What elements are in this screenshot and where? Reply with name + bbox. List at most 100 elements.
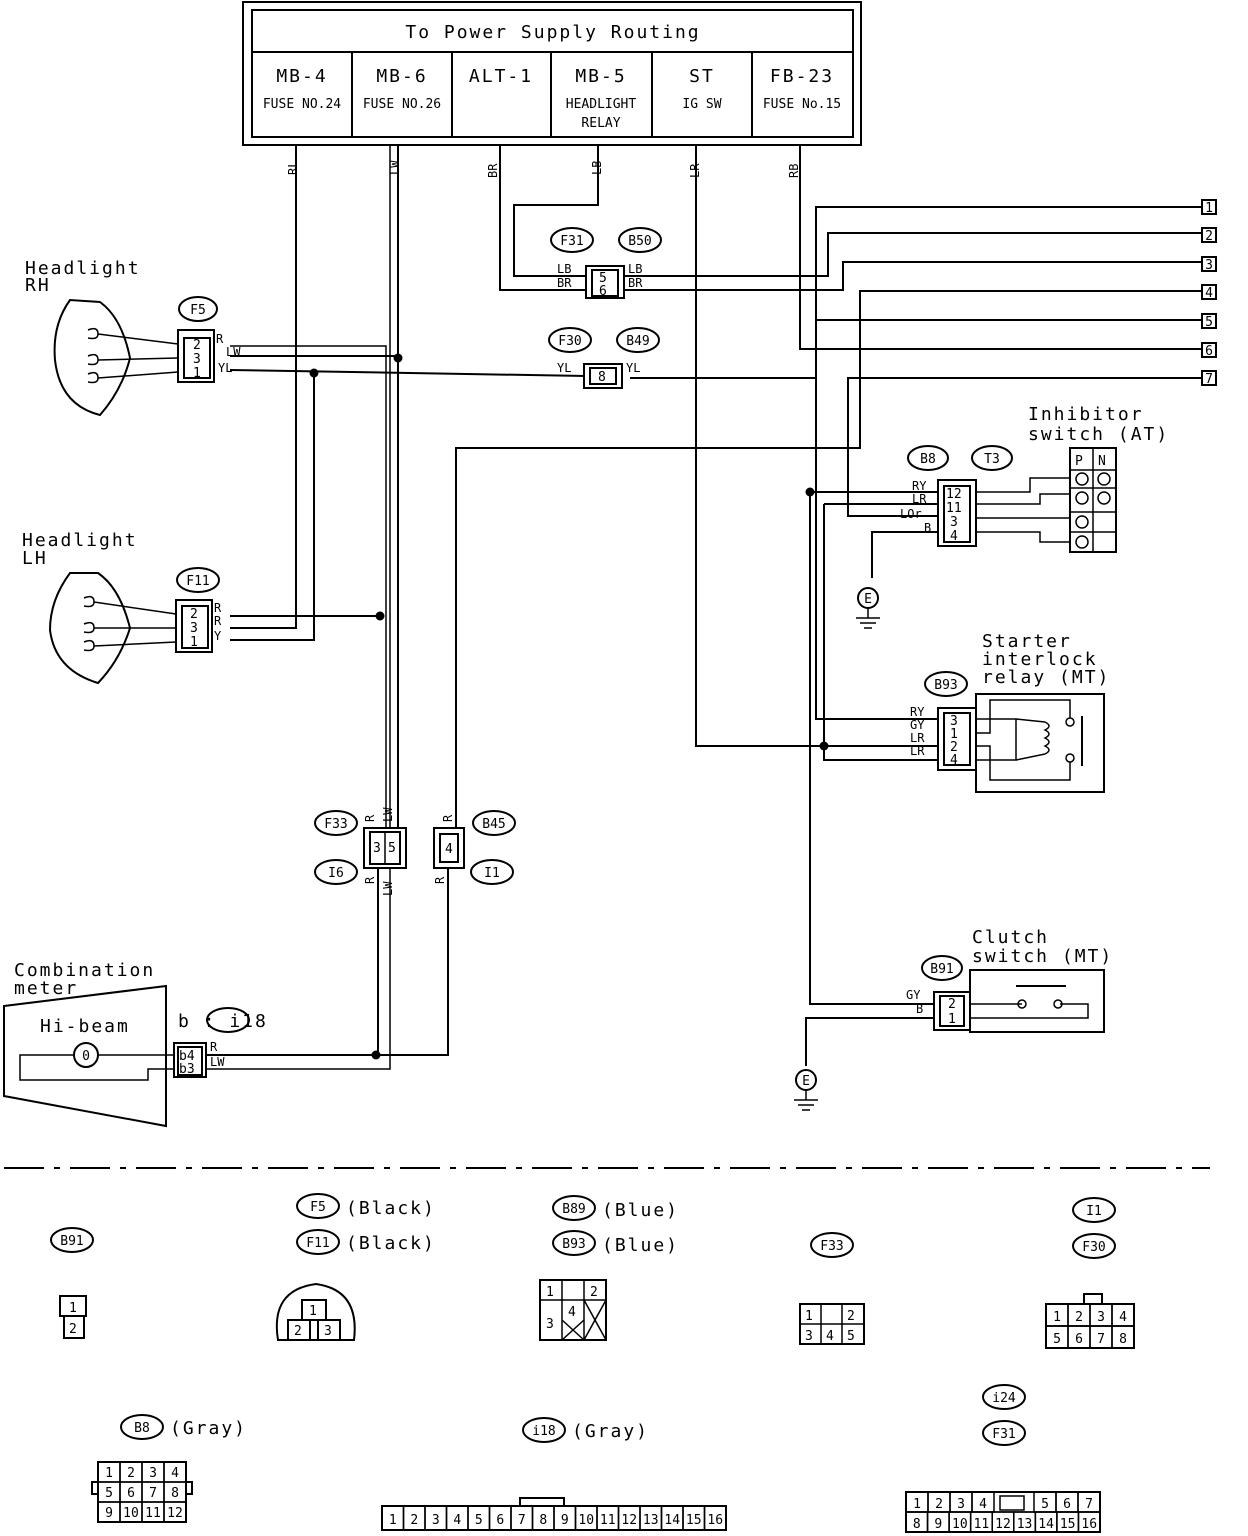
svg-text:i18: i18 bbox=[532, 1424, 555, 1439]
svg-text:(Gray): (Gray) bbox=[170, 1418, 247, 1439]
terminal-box bbox=[1201, 370, 1217, 386]
svg-text:I1: I1 bbox=[1086, 1204, 1102, 1219]
connector-f5: F5 bbox=[190, 303, 206, 318]
pin-label: 2 bbox=[935, 1497, 943, 1512]
svg-text:R: R bbox=[210, 1040, 218, 1054]
terminal-label: 5 bbox=[1205, 315, 1213, 330]
wires bbox=[205, 145, 1202, 1070]
svg-text:3: 3 bbox=[950, 515, 958, 530]
svg-text:BR: BR bbox=[557, 276, 572, 290]
svg-text:(Blue): (Blue) bbox=[602, 1200, 679, 1221]
terminal-box bbox=[1201, 313, 1217, 329]
svg-text:2: 2 bbox=[294, 1324, 302, 1339]
connector-f31-b50: F31 B50 5 6 LB BR LB BR bbox=[550, 227, 662, 299]
power-supply-title: To Power Supply Routing bbox=[405, 22, 700, 43]
svg-text:6: 6 bbox=[599, 284, 607, 299]
connector-f11: F11 bbox=[186, 574, 209, 589]
pin-cell bbox=[163, 1501, 187, 1523]
svg-text:I6: I6 bbox=[328, 866, 344, 881]
header-col-sub2: RELAY bbox=[581, 116, 620, 131]
inhibitor-switch: Inhibitor switch (AT) B8 T3 12 11 3 4 RY… bbox=[856, 404, 1169, 629]
svg-text:LW: LW bbox=[226, 345, 241, 359]
svg-text:F31: F31 bbox=[560, 234, 583, 249]
key-slot bbox=[999, 1495, 1025, 1511]
svg-text:F5: F5 bbox=[310, 1200, 326, 1215]
pin-label: 9 bbox=[561, 1513, 569, 1528]
svg-text:F31: F31 bbox=[992, 1427, 1015, 1442]
svg-text:5: 5 bbox=[847, 1329, 855, 1344]
terminal-label: 1 bbox=[1205, 201, 1213, 216]
pin-label: 1 bbox=[389, 1513, 397, 1528]
svg-text:1: 1 bbox=[193, 366, 201, 381]
svg-text:2: 2 bbox=[847, 1309, 855, 1324]
svg-text:12: 12 bbox=[946, 487, 962, 502]
pin-cell bbox=[1111, 1325, 1135, 1349]
svg-text:1: 1 bbox=[948, 1012, 956, 1027]
pin-label: 8 bbox=[539, 1513, 547, 1528]
svg-text:LR: LR bbox=[910, 731, 925, 745]
combination-meter: Combination meter Hi-beam 0 b : i18 b4 b… bbox=[3, 960, 266, 1128]
svg-text:Inhibitor: Inhibitor bbox=[1028, 404, 1144, 425]
svg-text:3: 3 bbox=[546, 1317, 554, 1332]
pin-label: 2 bbox=[410, 1513, 418, 1528]
svg-text:meter: meter bbox=[14, 978, 78, 999]
pin-label: 3 bbox=[1097, 1310, 1105, 1325]
pin-label: 3 bbox=[149, 1466, 157, 1481]
terminal-label: 7 bbox=[1205, 372, 1213, 387]
terminal-label: 4 bbox=[1205, 286, 1213, 301]
svg-text:R: R bbox=[433, 876, 447, 884]
header-col-sub: IG SW bbox=[682, 97, 721, 112]
wire-label-rb: RB bbox=[787, 164, 801, 178]
svg-text:LR: LR bbox=[912, 492, 927, 506]
svg-text:LB: LB bbox=[628, 262, 642, 276]
svg-text:1: 1 bbox=[190, 635, 198, 650]
pin-label: 15 bbox=[686, 1513, 702, 1528]
pin-label: 16 bbox=[707, 1513, 723, 1528]
pin-label: 6 bbox=[127, 1486, 135, 1501]
pin-label: 1 bbox=[1053, 1310, 1061, 1325]
svg-text:B50: B50 bbox=[628, 234, 651, 249]
svg-text:2: 2 bbox=[190, 607, 198, 622]
pin-label: 16 bbox=[1081, 1517, 1097, 1532]
svg-text:4: 4 bbox=[950, 529, 958, 544]
pin-label: 12 bbox=[167, 1506, 183, 1521]
svg-text:LW: LW bbox=[381, 881, 395, 896]
svg-text:Starter: Starter bbox=[982, 631, 1072, 652]
pin-label: 5 bbox=[1053, 1332, 1061, 1347]
pin-label: 10 bbox=[952, 1517, 968, 1532]
header-col-name: FB-23 bbox=[770, 66, 834, 87]
svg-text:BR: BR bbox=[628, 276, 643, 290]
svg-text:B: B bbox=[924, 521, 931, 535]
terminal-box bbox=[1201, 342, 1217, 358]
svg-text:R: R bbox=[441, 814, 455, 822]
pin-cell bbox=[703, 1505, 727, 1531]
pin-label: 2 bbox=[127, 1466, 135, 1481]
pin-label: 5 bbox=[1041, 1497, 1049, 1512]
pin-label: 5 bbox=[105, 1486, 113, 1501]
svg-text:4: 4 bbox=[950, 753, 958, 768]
svg-text:Headlight: Headlight bbox=[25, 258, 141, 279]
svg-text:YL: YL bbox=[218, 361, 232, 375]
svg-text:T3: T3 bbox=[984, 452, 1000, 467]
ground-e-1: E bbox=[864, 592, 872, 607]
svg-text:2: 2 bbox=[590, 1285, 598, 1300]
svg-text:(Black): (Black) bbox=[346, 1233, 436, 1254]
svg-text:relay (MT): relay (MT) bbox=[982, 667, 1110, 688]
pin-label: 9 bbox=[934, 1517, 942, 1532]
svg-text:1: 1 bbox=[309, 1304, 317, 1319]
pin-label: 7 bbox=[1097, 1332, 1105, 1347]
svg-text:B93: B93 bbox=[934, 678, 957, 693]
svg-text:2: 2 bbox=[69, 1322, 77, 1337]
svg-text:N: N bbox=[1098, 454, 1106, 469]
svg-text:4: 4 bbox=[826, 1329, 834, 1344]
pin-label: 7 bbox=[1085, 1497, 1093, 1512]
svg-text:4: 4 bbox=[445, 842, 453, 857]
svg-text:switch (AT): switch (AT) bbox=[1028, 424, 1169, 445]
header-col-name: ST bbox=[689, 66, 715, 87]
pin-label: 14 bbox=[664, 1513, 680, 1528]
connector-f30-b49: F30 B49 8 YL YL bbox=[548, 327, 660, 389]
svg-text:I1: I1 bbox=[484, 866, 500, 881]
svg-text:3: 3 bbox=[950, 714, 958, 729]
